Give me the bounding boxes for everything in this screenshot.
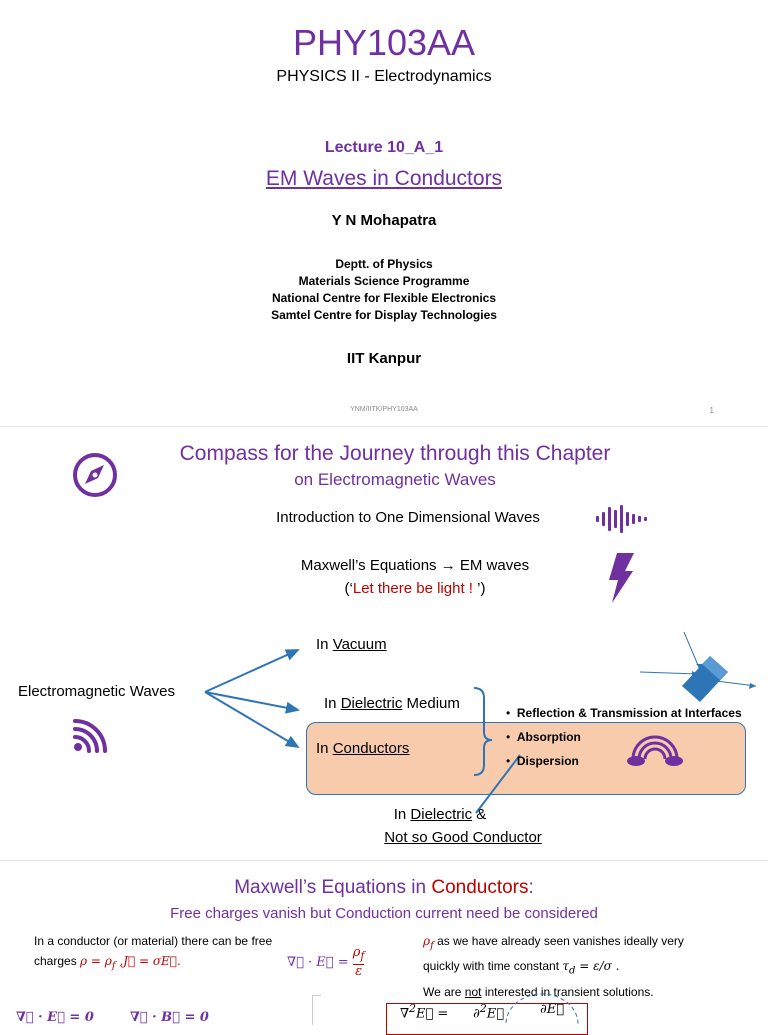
transient-text: ρf as we have already seen vanishes idea… (423, 931, 684, 1002)
compass-icon (73, 453, 117, 497)
not-word: not (464, 984, 482, 999)
ampersand: & (472, 806, 487, 823)
dielectric-label: Dielectric (340, 695, 403, 712)
slide-footer: YNM/IITK/PHY103AA (350, 406, 418, 413)
page-number: 1 (709, 406, 714, 415)
bullet-item: • Absorption (506, 730, 581, 744)
em-waves-text: EM waves (455, 557, 530, 574)
author: Y N Mohapatra (331, 212, 437, 229)
in-prefix: In (393, 806, 411, 823)
topic-bullets: • Reflection & Transmission at Interface… (506, 701, 742, 773)
let-there-be-light: (‘Let there be light ! ’) (230, 580, 600, 597)
maxwell-conductors-title: Maxwell’s Equations in Conductors: (0, 877, 768, 899)
prism-refraction-icon (639, 631, 757, 702)
sound-wave-icon (596, 505, 647, 533)
dielectric-and: In Dielectric & (330, 806, 550, 823)
slide-divider (0, 426, 768, 427)
institute: IIT Kanpur (346, 350, 422, 367)
conductors-label: Conductors (332, 740, 410, 757)
bracket-line (312, 995, 321, 1025)
affiliations: Deptt. of Physics Materials Science Prog… (0, 256, 768, 324)
vacuum-label: Vacuum (332, 636, 387, 653)
affiliation: Samtel Centre for Display Technologies (271, 308, 497, 322)
not-so-good-conductor: Not so Good Conductor (384, 829, 542, 846)
text-line: quickly with time constant τd = ε/σ . (423, 959, 620, 977)
tau-equation: τd = ε/σ . (562, 959, 620, 977)
div-e-zero: ∇⃗ · E⃗ = 0 (16, 1010, 94, 1025)
slide-divider (0, 860, 768, 861)
div-b-zero: ∇⃗ · B⃗ = 0 (130, 1010, 209, 1025)
affiliation: Deptt. of Physics (335, 257, 433, 271)
medium-label: Medium (402, 695, 460, 712)
quote-close: ’) (477, 580, 486, 597)
course-code: PHY103AA (292, 22, 476, 63)
in-conductors: In Conductors (316, 740, 409, 757)
maxwell-conductors-subtitle: Free charges vanish but Conduction curre… (170, 905, 598, 922)
intro-1d-waves: Introduction to One Dimensional Waves (276, 509, 540, 526)
in-prefix: In (316, 636, 333, 653)
lecture-number: Lecture 10_A_1 (324, 139, 444, 156)
dE-dt: ∂E⃗ (540, 1002, 565, 1017)
in-prefix: In (316, 740, 333, 757)
title-post: : (528, 877, 534, 898)
in-vacuum: In Vacuum (316, 636, 387, 653)
maxwell-to-em: Maxwell’s Equations → EM waves (230, 557, 600, 574)
dashed-ellipse (505, 993, 579, 1024)
free-charges-text: In a conductor (or material) there can b… (34, 931, 272, 976)
maxwell-text: Maxwell’s Equations (300, 557, 441, 574)
quote-open: (‘ (344, 580, 353, 597)
bullet-item: • Reflection & Transmission at Interface… (506, 706, 742, 720)
rho-f-symbol: ρf (423, 934, 434, 952)
arrow-glyph: → (440, 557, 456, 574)
wifi-signal-icon (73, 719, 107, 753)
title-conductors: Conductors (431, 877, 529, 898)
light-quote: Let there be light ! (352, 580, 478, 597)
branch-arrows (204, 649, 521, 814)
bottom-dielectric: Dielectric (410, 806, 473, 823)
wave-equation: ∇2E⃗ = ∂2E⃗ (400, 1002, 504, 1022)
journey-title: Compass for the Journey through this Cha… (179, 442, 611, 465)
text-line: We are not interested in transient solut… (423, 984, 654, 999)
lightning-icon (609, 553, 634, 603)
in-dielectric-medium: In Dielectric Medium (324, 695, 460, 712)
text-line: ρf as we have already seen vanishes idea… (423, 934, 684, 952)
rainbow-icon (627, 735, 683, 766)
affiliation: National Centre for Flexible Electronics (271, 291, 497, 305)
affiliation: Materials Science Programme (298, 274, 470, 288)
gauss-law-equation: ∇⃗ · E⃗ = ρf ε (287, 945, 365, 979)
in-prefix: In (324, 695, 341, 712)
em-waves-label: Electromagnetic Waves (18, 683, 176, 700)
title-pre: Maxwell’s Equations in (234, 877, 432, 898)
text-line: charges ρ = ρf ,J⃗ = σE⃗. (34, 954, 181, 972)
journey-subtitle: on Electromagnetic Waves (294, 470, 496, 489)
equation-rho: ρ = ρf ,J⃗ = σE⃗. (80, 954, 181, 972)
bullet-item: • Dispersion (506, 754, 579, 768)
course-title: PHYSICS II - Electrodynamics (276, 68, 492, 85)
text-line: In a conductor (or material) there can b… (34, 934, 273, 948)
lecture-title: EM Waves in Conductors (265, 167, 503, 190)
